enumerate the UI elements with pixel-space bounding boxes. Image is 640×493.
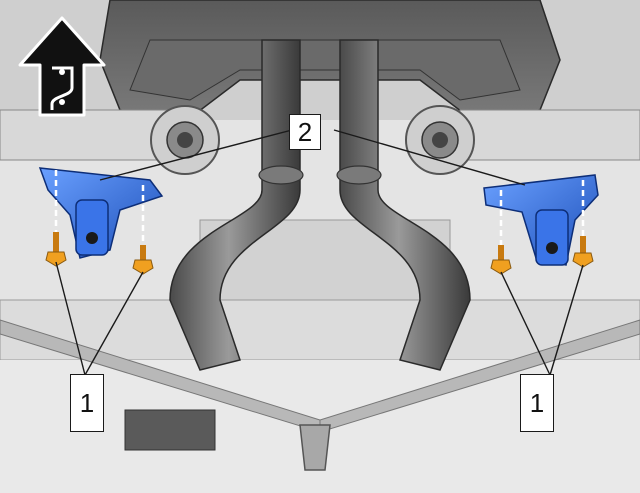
bolt-left-outer: [45, 232, 67, 267]
up-arrow-icon: [18, 16, 106, 117]
bolt-left-inner: [132, 245, 154, 275]
callout-1-left: 1: [70, 374, 104, 432]
left-exhaust-pipe: [169, 39, 301, 371]
right-exhaust-pipe: [339, 39, 471, 371]
right-frame-rail: [459, 109, 640, 161]
leader-lines: [55, 129, 584, 376]
callout-2: 2: [289, 114, 321, 150]
right-spring-mount: [405, 105, 475, 175]
bolt-right-inner: [490, 245, 512, 275]
right-exhaust-hanger-bracket: [483, 174, 599, 266]
left-exhaust-hanger-bracket: [38, 167, 164, 259]
callout-1-right: 1: [520, 374, 554, 432]
tunnel-lower-edge: [129, 39, 521, 101]
bolt-right-outer: [572, 236, 594, 268]
bolt-axis-lines: [54, 170, 585, 245]
rear-module: [124, 409, 216, 451]
tow-hook: [299, 424, 331, 471]
right-pipe-flange: [336, 165, 382, 185]
left-pipe-flange: [258, 165, 304, 185]
